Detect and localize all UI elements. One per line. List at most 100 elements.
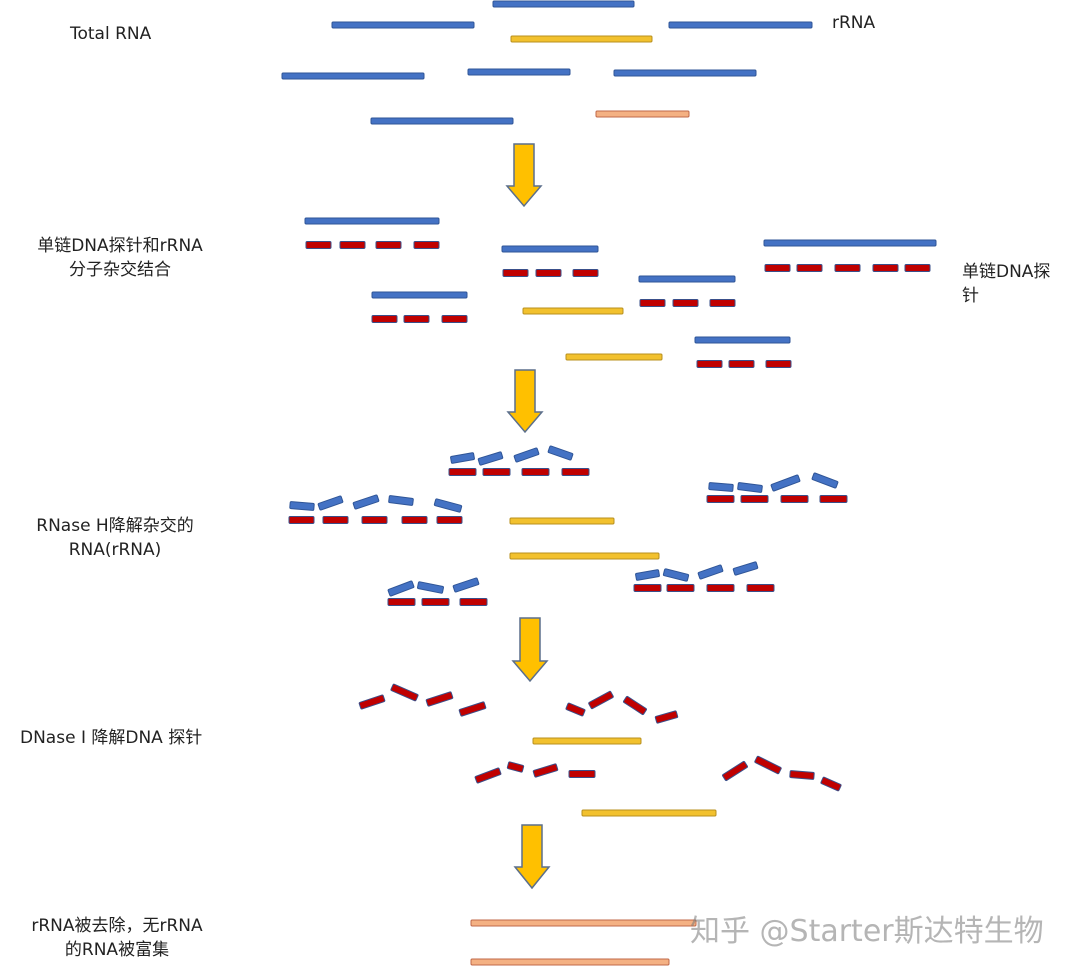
- probe-segment: [474, 767, 502, 784]
- probe-segment: [305, 241, 332, 249]
- rrna-strand: [281, 72, 425, 80]
- probe-segment: [666, 584, 695, 592]
- probe-segment: [521, 468, 550, 476]
- rrna-strand: [811, 472, 839, 489]
- probe-segment: [535, 269, 562, 277]
- mrna-strands: [509, 35, 717, 817]
- probe-segment: [371, 315, 398, 323]
- probe-segment: [764, 264, 791, 272]
- rrna-strand: [433, 498, 463, 513]
- down-arrow-icon: [506, 369, 544, 434]
- probe-segment: [740, 495, 769, 503]
- label-step-hybridize-line1: 单链DNA探针和rRNA: [37, 236, 203, 256]
- probe-segment: [502, 269, 529, 277]
- probe-segment: [482, 468, 511, 476]
- mrna-strand: [510, 35, 653, 43]
- down-arrow-icon: [511, 617, 549, 683]
- rrna-strand: [388, 495, 414, 506]
- label-total-rna: Total RNA: [70, 24, 152, 44]
- enriched-rna-strands: [470, 110, 697, 966]
- enriched-rna-strand: [595, 110, 690, 118]
- rrna-strand: [638, 275, 736, 283]
- probe-segment: [339, 241, 366, 249]
- rrna-strand: [304, 217, 440, 225]
- probe-segment: [780, 495, 809, 503]
- mrna-strand: [532, 737, 642, 745]
- probe-segment: [746, 584, 775, 592]
- rrna-strand: [371, 291, 468, 299]
- probe-segment: [706, 584, 735, 592]
- probe-segment: [458, 701, 487, 717]
- rrna-strand: [547, 445, 574, 461]
- rrna-strand: [467, 68, 571, 76]
- probe-segment: [820, 776, 842, 792]
- probe-segment: [588, 690, 614, 710]
- rrna-strand: [417, 581, 444, 594]
- down-arrow-icon: [505, 143, 543, 208]
- rrna-strand: [317, 495, 344, 511]
- probe-segment: [565, 702, 586, 717]
- probe-segment: [403, 315, 430, 323]
- probe-segment: [696, 360, 723, 368]
- probe-segment: [654, 710, 679, 724]
- label-step-dnase: DNase I 降解DNA 探针: [20, 728, 203, 748]
- mrna-strand: [509, 552, 660, 560]
- mrna-strand: [509, 517, 615, 525]
- rrna-strand: [694, 336, 791, 344]
- mrna-strand: [581, 809, 717, 817]
- rrna-strand: [352, 494, 380, 510]
- probe-segment: [796, 264, 823, 272]
- probe-segment: [706, 495, 735, 503]
- mrna-strand: [522, 307, 624, 315]
- label-step-rnaseh-line2: RNA(rRNA): [68, 540, 162, 560]
- probe-segment: [633, 584, 662, 592]
- rrna-strand: [289, 501, 315, 511]
- probe-segment: [728, 360, 755, 368]
- rrna-strand: [452, 577, 480, 593]
- mrna-strand: [565, 353, 663, 361]
- label-step-rnaseh: RNase H降解杂交的 RNA(rRNA): [15, 514, 215, 562]
- process-arrows: [505, 143, 551, 890]
- rrna-strand: [450, 452, 475, 464]
- probe-segment: [561, 468, 590, 476]
- probe-segment: [421, 598, 450, 606]
- probe-segment: [425, 691, 454, 707]
- probe-segment: [904, 264, 931, 272]
- rrna-strands: [281, 0, 937, 597]
- probe-segment: [572, 269, 599, 277]
- label-step-rnaseh-line1: RNase H降解杂交的: [36, 516, 194, 536]
- label-step-hybridize-line2: 分子杂交结合: [69, 260, 171, 280]
- rrna-strand: [387, 580, 415, 597]
- probe-segment: [789, 770, 815, 780]
- probe-segment: [532, 763, 559, 778]
- rrna-strand: [697, 564, 724, 580]
- label-step-result-line2: 的RNA被富集: [64, 940, 170, 960]
- probe-segment: [358, 694, 386, 710]
- rrna-strand: [477, 451, 504, 466]
- label-probe: 单链DNA探 针: [962, 260, 1072, 308]
- probe-segment: [709, 299, 736, 307]
- probe-segment: [322, 516, 349, 524]
- probe-segment: [834, 264, 861, 272]
- rrna-strand: [501, 245, 599, 253]
- rrna-strand: [613, 69, 757, 77]
- rrna-strand: [513, 447, 540, 463]
- down-arrow-icon: [513, 824, 551, 890]
- probe-segment: [459, 598, 488, 606]
- probe-segment: [672, 299, 699, 307]
- rrna-strand: [331, 21, 475, 29]
- probe-segment: [819, 495, 848, 503]
- enriched-rna-strand: [470, 919, 697, 927]
- probe-segment: [872, 264, 899, 272]
- probe-segment: [375, 241, 402, 249]
- probe-segment: [448, 468, 477, 476]
- label-probe-line2: 针: [962, 286, 979, 306]
- probe-segment: [401, 516, 428, 524]
- probe-segment: [390, 683, 419, 702]
- label-step-result-line1: rRNA被去除，无rRNA: [31, 916, 203, 936]
- probe-segment: [722, 761, 748, 781]
- rrna-strand: [668, 21, 813, 29]
- probe-segment: [387, 598, 416, 606]
- rrna-strand: [732, 561, 759, 576]
